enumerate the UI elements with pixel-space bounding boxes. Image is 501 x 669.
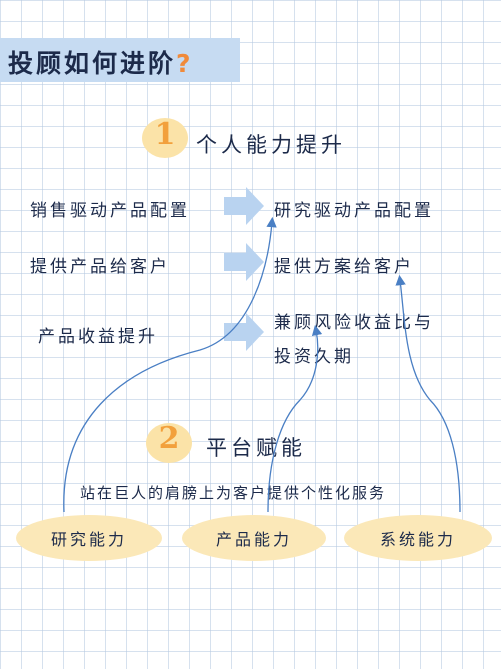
section1-number-badge <box>142 118 188 158</box>
platform-note: 站在巨人的肩膀上为客户提供个性化服务 <box>80 484 387 502</box>
capability-research-label: 研究能力 <box>50 530 127 549</box>
row3-from: 产品收益提升 <box>38 327 158 347</box>
connector-product <box>267 324 323 513</box>
section2-title: 平台赋能 <box>206 436 306 460</box>
connector-system <box>395 274 461 513</box>
section2-number: 2 <box>158 421 180 456</box>
capability-research: 研究能力 <box>16 515 162 561</box>
question-mark: ? <box>176 49 194 78</box>
row2-to: 提供方案给客户 <box>274 257 414 277</box>
row1-from: 销售驱动产品配置 <box>30 201 190 221</box>
row2-arrow-icon <box>224 243 264 281</box>
row3-arrow-icon <box>224 313 264 351</box>
page-title: 投顾如何进阶? <box>8 44 194 80</box>
section1-title: 个人能力提升 <box>196 133 346 157</box>
capability-product: 产品能力 <box>182 515 326 561</box>
capability-product-label: 产品能力 <box>215 530 292 549</box>
row1-arrow-icon <box>224 187 264 225</box>
row1-to: 研究驱动产品配置 <box>274 201 434 221</box>
row3-to-line2: 投资久期 <box>274 347 354 367</box>
row2-from: 提供产品给客户 <box>30 257 170 277</box>
section2-number-badge <box>146 423 192 463</box>
title-band <box>0 38 240 82</box>
capability-system-label: 系统能力 <box>379 530 456 549</box>
page-title-text: 投顾如何进阶 <box>8 49 177 78</box>
capability-system: 系统能力 <box>344 515 492 561</box>
connector-research <box>63 216 277 513</box>
section1-number: 1 <box>154 117 176 152</box>
